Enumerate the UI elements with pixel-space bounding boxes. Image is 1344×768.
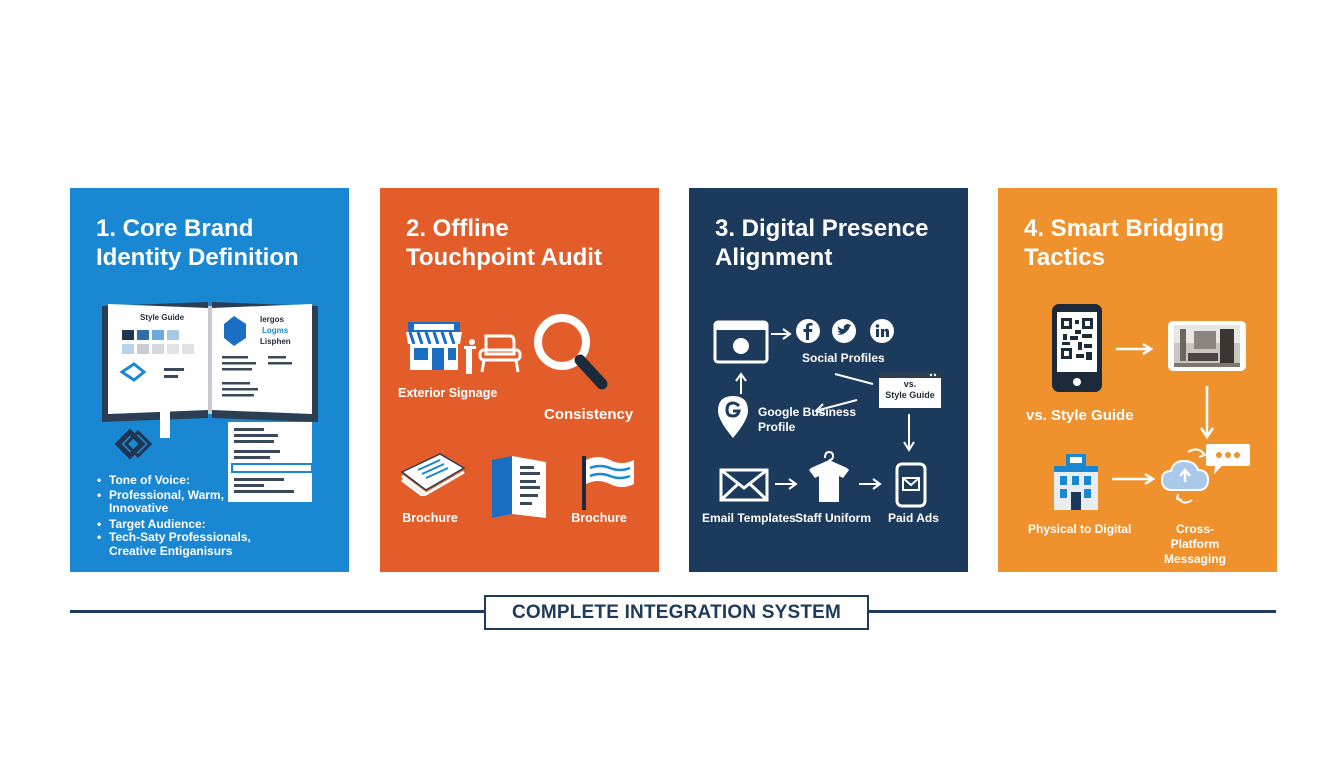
label-style-guide: vs. Style Guide [885,379,935,400]
label-physical-to-digital: Physical to Digital [1028,522,1132,536]
style-guide-label: Style Guide [140,313,185,322]
panel-title: 2. Offline Touchpoint Audit [406,215,602,271]
label-cross-platform-messaging: Cross-Platform Messaging [1163,522,1226,566]
logos-label-2: Logms [262,326,289,335]
label-google-business-profile: Google Business Profile [758,405,857,434]
map-pin-icon [718,396,748,438]
label-email-templates: Email Templates [702,511,796,525]
arrow-icon [775,478,798,490]
label-consistency: Consistency [544,406,634,423]
style-guide-book-icon: Style Guide lergos Logms Lisphen [102,302,318,438]
bullet-item: Tone of Voice: [97,473,251,488]
label-style-guide: vs. Style Guide [1026,407,1134,424]
twitter-icon [832,319,856,343]
envelope-icon [719,468,769,502]
phone-ad-icon [895,462,927,508]
bullet-item: Tech-Saty Professionals, Creative Entiga… [97,530,251,558]
panel-title: 4. Smart Bridging Tactics [1024,215,1225,271]
timeline-rule-right [869,610,1276,613]
label-paid-ads: Paid Ads [888,511,939,525]
arrow-down-icon [1200,386,1214,440]
label-brochure-right: Brochure [571,511,627,525]
panel-smart-bridging-tactics: 4. Smart Bridging Tactics vs. Style Guid… [998,188,1277,572]
storefront-icon [406,322,462,370]
logos-label: lergos [260,315,285,324]
panel-title: 1. Core Brand Identity Definition [96,215,299,271]
arrow-icon [859,478,882,490]
brand-logo-mark-icon [114,428,152,460]
flag-icon [582,456,634,510]
style-guide-window-icon [879,372,941,408]
building-icon [1054,454,1098,510]
magnifier-icon [534,314,608,390]
chat-bubble-icon [1206,444,1250,474]
cloud-sync-icon [1160,448,1210,504]
bullet-item: Professional, Warm, Innovative [97,488,251,516]
label-exterior-signage: Exterior Signage [398,386,498,400]
facebook-icon [796,319,820,343]
arrow-left-icon [814,399,858,415]
bullet-item: Target Audience: [97,517,251,532]
label-social-profiles: Social Profiles [802,351,885,365]
qr-phone-icon [1052,304,1102,392]
linkedin-icon [870,319,894,343]
brochure-icon [492,456,546,518]
panel-core-brand-identity: 1. Core Brand Identity Definition Style … [70,188,349,572]
timeline-rule-left [70,610,484,613]
armchair-icon [464,334,522,374]
arrow-down-icon [903,414,915,452]
tablet-photo-icon [1168,321,1246,371]
brand-attributes-list: Tone of Voice: Professional, Warm, Innov… [97,473,251,558]
arrow-icon [771,328,792,340]
business-cards-icon [400,453,466,496]
label-brochure-left: Brochure [402,511,458,525]
arrow-icon [1112,472,1156,486]
panel-title: 3. Digital Presence Alignment [715,215,929,271]
integration-system-label: COMPLETE INTEGRATION SYSTEM [484,595,869,630]
logos-label-3: Lisphen [260,337,291,346]
label-staff-uniform: Staff Uniform [795,511,871,525]
panel-offline-touchpoint-audit: 2. Offline Touchpoint Audit Exterior Sig… [380,188,659,572]
arrow-icon [834,373,874,385]
panel-digital-presence-alignment: 3. Digital Presence Alignment Social Pro… [689,188,968,572]
browser-window-icon [713,320,769,364]
tshirt-icon [809,450,849,502]
arrow-up-icon [735,372,747,394]
arrow-icon [1116,342,1154,356]
